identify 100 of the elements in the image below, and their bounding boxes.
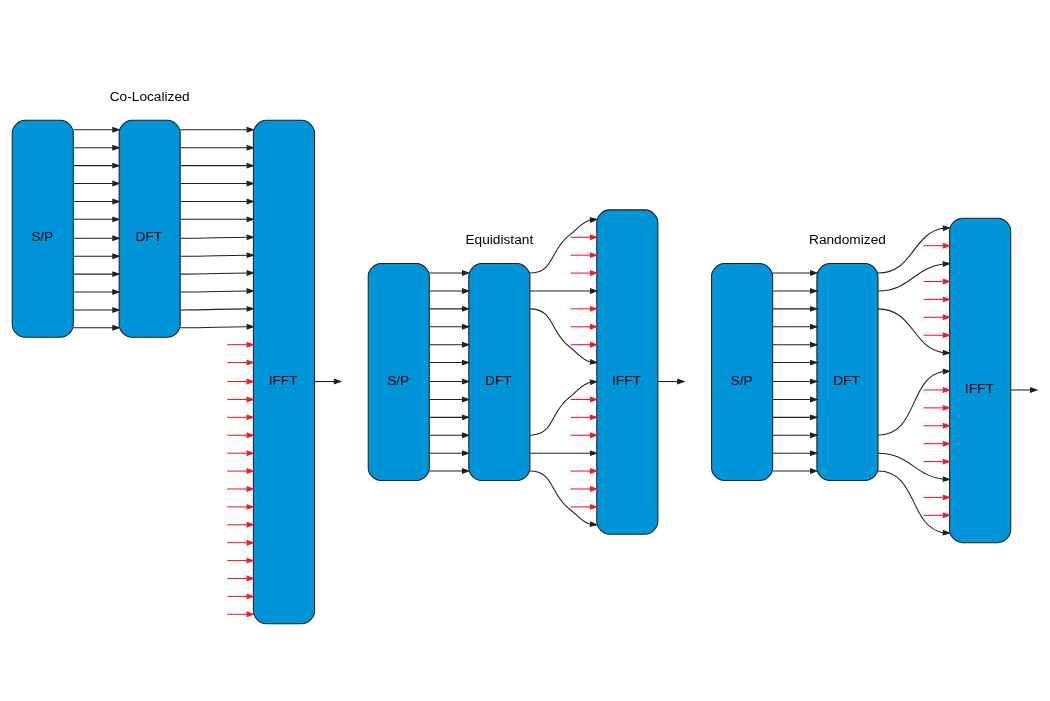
arrow — [772, 359, 819, 366]
arrow — [72, 270, 121, 277]
arrow — [226, 592, 255, 599]
arrow — [179, 305, 255, 312]
arrow — [772, 323, 819, 330]
arrow — [226, 485, 255, 492]
arrow — [179, 323, 255, 330]
arrow — [428, 359, 471, 366]
arrow — [772, 305, 819, 312]
arrow — [428, 287, 471, 294]
arrow — [179, 126, 255, 133]
arrow — [226, 396, 255, 402]
arrow — [922, 386, 952, 393]
arrow — [428, 305, 471, 312]
arrow — [179, 251, 255, 258]
arrow — [226, 539, 255, 546]
arrow — [570, 305, 599, 312]
arrow — [922, 458, 952, 465]
label: Co-Localized — [109, 88, 190, 104]
arrow — [179, 233, 255, 240]
arrow — [428, 341, 471, 348]
arrow — [72, 144, 121, 151]
arrow — [772, 467, 819, 474]
arrow — [570, 251, 599, 258]
arrow — [570, 269, 599, 276]
arrow — [772, 449, 819, 456]
arrow — [179, 215, 255, 222]
arrow — [772, 287, 819, 294]
arrow — [772, 341, 819, 348]
arrow — [72, 215, 121, 222]
arrow — [226, 467, 255, 474]
arrow — [179, 287, 255, 294]
arrow — [179, 144, 255, 151]
arrow — [877, 452, 952, 482]
arrow — [877, 368, 952, 436]
arrow — [922, 440, 952, 447]
arrow — [529, 287, 599, 294]
arrow — [226, 521, 255, 528]
arrow — [529, 307, 599, 365]
arrow — [226, 378, 255, 384]
arrow — [877, 307, 952, 356]
arrow — [772, 269, 819, 276]
arrow — [529, 216, 599, 274]
arrow — [226, 503, 255, 510]
arrow — [529, 378, 599, 436]
arrow — [877, 470, 952, 536]
arrow — [226, 610, 255, 617]
arrow — [570, 396, 599, 402]
arrow — [428, 449, 471, 456]
arrow — [922, 422, 952, 429]
arrow — [179, 269, 255, 276]
arrow — [877, 224, 952, 274]
arrow — [226, 557, 255, 564]
arrow — [179, 180, 255, 186]
arrow — [1010, 386, 1039, 393]
arrow — [226, 359, 255, 366]
arrow — [72, 288, 121, 295]
arrow — [922, 242, 952, 249]
arrow — [428, 323, 471, 330]
arrow — [72, 252, 121, 259]
arrow — [226, 341, 255, 348]
arrow — [877, 260, 952, 291]
arrow — [428, 269, 471, 276]
arrow — [570, 341, 599, 348]
arrow — [529, 470, 599, 527]
arrow — [922, 313, 952, 320]
arrow — [570, 431, 599, 438]
arrow — [226, 413, 255, 420]
arrow — [922, 493, 952, 500]
arrow — [570, 467, 599, 474]
arrow — [772, 396, 819, 402]
arrow — [72, 126, 121, 133]
arrow — [570, 413, 599, 420]
arrow — [529, 449, 599, 456]
arrow — [428, 467, 471, 474]
arrow — [922, 295, 952, 302]
arrow — [922, 278, 952, 284]
arrow — [428, 378, 471, 384]
arrow — [428, 431, 471, 438]
arrow — [922, 404, 952, 411]
arrow — [226, 431, 255, 438]
arrow — [72, 306, 121, 313]
arrow — [570, 233, 599, 240]
arrow — [657, 378, 686, 384]
arrow — [570, 503, 599, 510]
arrow — [772, 413, 819, 420]
arrow — [179, 198, 255, 204]
arrow — [72, 234, 121, 241]
arrow — [570, 485, 599, 492]
arrow — [428, 413, 471, 420]
arrow — [922, 331, 952, 338]
arrow — [570, 323, 599, 330]
arrow — [72, 180, 121, 186]
arrow — [226, 575, 255, 581]
arrow — [772, 378, 819, 384]
arrow — [226, 449, 255, 456]
arrow — [72, 324, 121, 331]
arrow — [313, 378, 343, 384]
arrow — [72, 198, 121, 204]
arrow — [922, 511, 952, 518]
